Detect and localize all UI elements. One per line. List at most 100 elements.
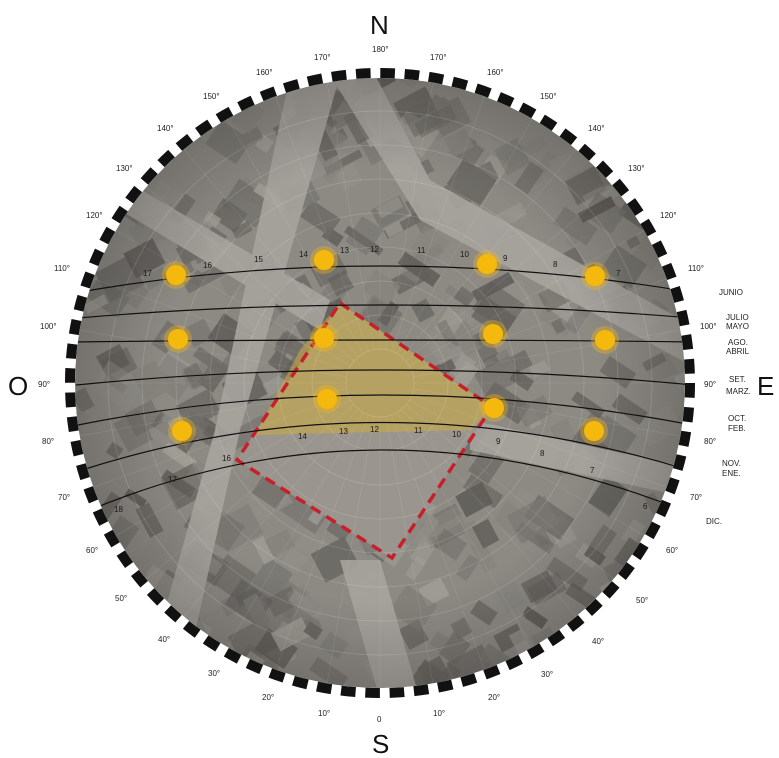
degree-label: 170° xyxy=(430,53,447,62)
city-block xyxy=(715,526,747,556)
degree-labels-right: 110° 100° 90° 80° 70° 60° 50° 40° 30° 20… xyxy=(433,264,717,718)
sun-icon xyxy=(595,330,615,350)
month-label: ENE. xyxy=(722,469,741,478)
degree-label: 80° xyxy=(42,437,54,446)
city-block xyxy=(467,749,507,758)
month-label: DIC. xyxy=(706,517,722,526)
hour-label: 18 xyxy=(114,505,123,514)
azimuth-radial xyxy=(401,149,577,358)
hour-label: 13 xyxy=(340,246,349,255)
altitude-ring xyxy=(243,246,517,520)
sun-path-curves xyxy=(75,265,685,511)
city-block xyxy=(0,400,30,432)
degree-label: 120° xyxy=(86,211,103,220)
azimuth-radial xyxy=(401,408,577,617)
hour-label: 15 xyxy=(254,255,263,264)
curve-oct-feb xyxy=(77,394,685,426)
degree-label: 90° xyxy=(38,380,50,389)
degree-label: 110° xyxy=(54,264,70,273)
month-label: MAYO xyxy=(726,322,749,331)
city-block xyxy=(772,314,779,352)
degree-label: 160° xyxy=(487,68,504,77)
sun-icon xyxy=(584,421,604,441)
azimuth-radial xyxy=(275,96,369,352)
sun-icon xyxy=(168,329,188,349)
month-label: AGO. xyxy=(728,338,748,347)
city-block xyxy=(14,440,34,458)
degree-label: 170° xyxy=(314,53,331,62)
hour-label: 8 xyxy=(553,260,558,269)
degree-label: 50° xyxy=(115,594,127,603)
degree-label: 70° xyxy=(690,493,702,502)
city-block xyxy=(741,445,774,481)
sun-icon xyxy=(317,389,337,409)
city-block xyxy=(243,26,285,66)
city-block xyxy=(221,78,253,86)
city-block xyxy=(34,297,60,324)
sun-icon xyxy=(314,328,334,348)
altitude-ring xyxy=(141,144,619,622)
degree-label: 130° xyxy=(628,164,645,173)
degree-label: 150° xyxy=(540,92,557,101)
azimuth-radial xyxy=(115,399,351,536)
city-block xyxy=(331,7,358,34)
hour-label: 13 xyxy=(339,427,348,436)
month-label: MARZ. xyxy=(726,387,751,396)
degree-label: 60° xyxy=(666,546,678,555)
month-label: JUNIO xyxy=(719,288,743,297)
city-block xyxy=(75,486,78,524)
curve-dic xyxy=(89,449,683,511)
degree-label: 150° xyxy=(203,92,220,101)
azimuth-radial xyxy=(409,230,645,367)
altitude-ring xyxy=(175,178,585,588)
sun-icon xyxy=(483,324,503,344)
degree-label: 40° xyxy=(158,635,170,644)
hour-label: 9 xyxy=(503,254,508,263)
degree-label: 10° xyxy=(318,709,330,718)
month-label: NOV. xyxy=(722,459,741,468)
sun-icon xyxy=(477,254,497,274)
city-block xyxy=(75,201,83,233)
degree-label: 180° xyxy=(372,45,389,54)
azimuth-radial xyxy=(227,118,364,354)
degree-label: 130° xyxy=(116,164,133,173)
hour-label: 11 xyxy=(414,426,423,435)
outer-ring-dashes xyxy=(65,68,695,698)
city-block xyxy=(93,182,116,209)
cardinal-north: N xyxy=(370,10,389,40)
azimuth-radial xyxy=(275,414,369,670)
azimuth-radial xyxy=(93,394,349,488)
month-label: JULIO xyxy=(726,313,749,322)
hour-label: 9 xyxy=(496,437,501,446)
cardinal-west: O xyxy=(8,371,28,401)
city-block xyxy=(76,225,94,242)
altitude-ring xyxy=(209,212,551,554)
azimuth-radial xyxy=(183,408,359,617)
hour-label: 16 xyxy=(222,454,231,463)
azimuth-radial xyxy=(391,414,485,670)
city-block xyxy=(267,33,302,64)
degree-label: 10° xyxy=(433,709,445,718)
hour-label: 7 xyxy=(590,466,595,475)
city-block xyxy=(185,655,203,672)
month-label: OCT. xyxy=(728,414,746,423)
azimuth-radial xyxy=(326,416,375,684)
azimuth-radial xyxy=(79,329,347,378)
month-label: ABRIL xyxy=(726,347,750,356)
hour-label: 12 xyxy=(370,245,379,254)
hour-label: 14 xyxy=(298,432,307,441)
city-block xyxy=(468,35,492,54)
degree-label: 20° xyxy=(262,693,274,702)
city-block xyxy=(10,329,48,359)
city-block xyxy=(491,708,514,731)
degree-label-bottom: 0 xyxy=(377,715,382,724)
degree-labels-left: 110° 100° 90° 80° 70° 60° 50° 40° 30° 20… xyxy=(38,264,330,718)
sun-icon xyxy=(172,421,192,441)
azimuth-radial xyxy=(146,404,355,580)
city-block xyxy=(463,743,505,758)
city-block xyxy=(325,0,343,10)
degree-label: 60° xyxy=(86,546,98,555)
hour-label: 17 xyxy=(143,269,152,278)
azimuth-radial xyxy=(409,399,645,536)
